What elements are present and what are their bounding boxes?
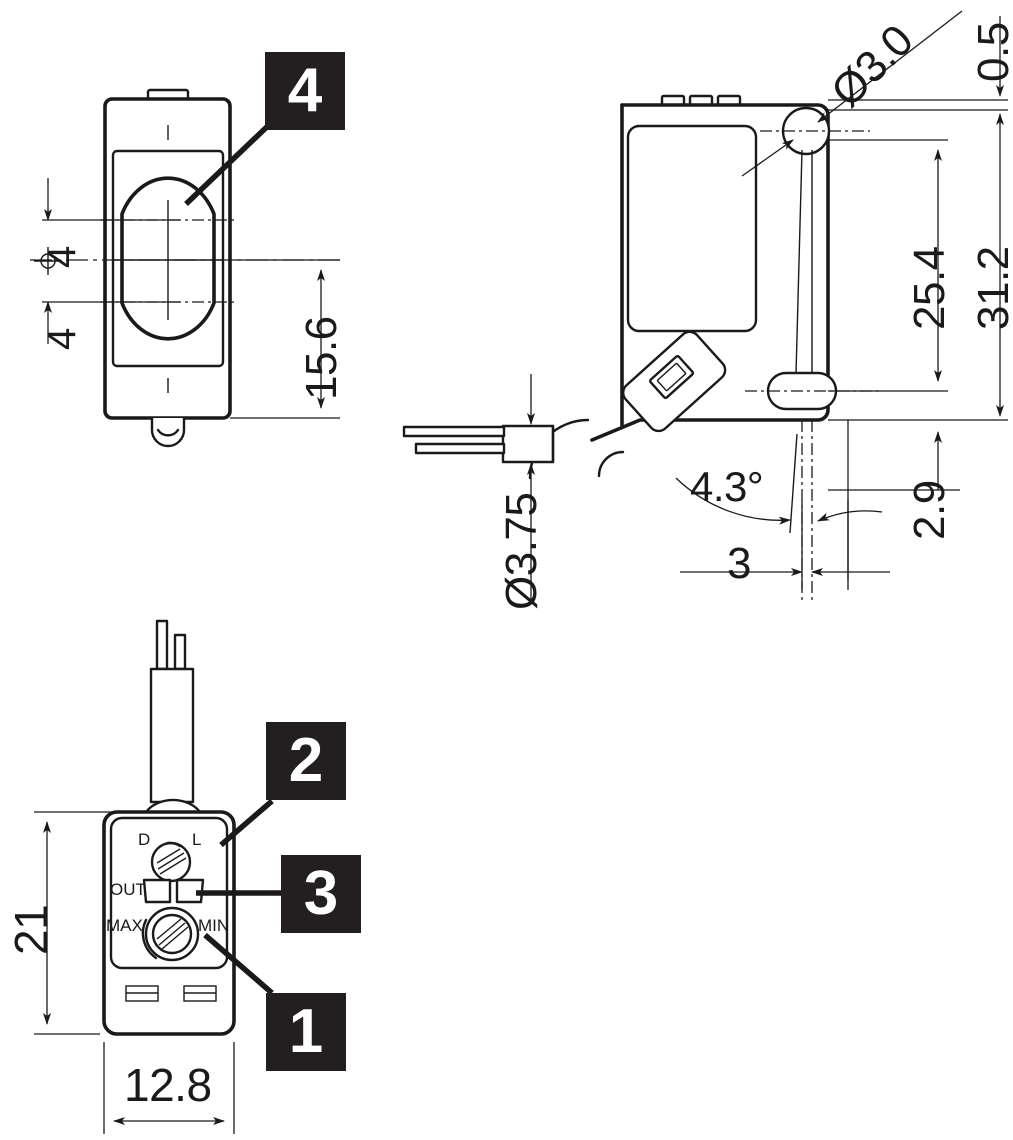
rear-dimension-12-8 [103, 1042, 235, 1134]
panel-label-d: D [138, 830, 151, 849]
front-dimension-15-6 [230, 259, 340, 419]
callout-box-4[interactable]: 4 [265, 52, 345, 130]
side-conductor-2 [414, 442, 506, 455]
dim-rear-12-8: 12.8 [124, 1059, 212, 1111]
callout-box-1[interactable]: 1 [266, 993, 346, 1071]
side-dimension-0-5 [828, 16, 1008, 111]
side-dimension-25-4 [828, 139, 948, 392]
dim-front-15-6: 15.6 [297, 316, 346, 400]
callout-1-leader [203, 932, 274, 996]
dim-side-25-4: 25.4 [905, 246, 954, 330]
rear-mode-selector-pointer [166, 841, 182, 848]
panel-label-l: L [192, 830, 202, 849]
dim-side-d3-75: Ø3.75 [497, 492, 546, 610]
callout-2-leader [219, 798, 274, 848]
callout-4-leader [184, 120, 274, 206]
dim-front-4-top: 4 [40, 246, 84, 268]
dim-side-3: 3 [727, 539, 751, 588]
side-conductor-1 [402, 425, 506, 438]
side-angle-reference-line [789, 433, 798, 534]
side-dimension-4-3-deg [675, 433, 883, 534]
dim-side-31-2: 31.2 [969, 246, 1013, 330]
side-connector-group [622, 330, 727, 433]
side-d30-leader-line [817, 10, 963, 123]
dim-rear-21: 21 [5, 904, 57, 955]
rear-cable-gland-dome [144, 798, 202, 814]
side-view-geometry [402, 94, 838, 480]
dim-side-4-3-deg: 4.3° [690, 463, 764, 510]
callout-box-3[interactable]: 3 [281, 855, 361, 933]
rear-conductor-1 [155, 619, 169, 671]
rear-led-indicator-1 [142, 878, 172, 904]
dim-side-2-9: 2.9 [905, 480, 954, 540]
rear-dimension-21 [34, 811, 112, 1035]
side-cable-jacket [501, 424, 555, 464]
side-dimension-2-9 [828, 431, 960, 491]
rear-conductor-2 [173, 633, 187, 671]
rear-cable-jacket [149, 667, 195, 804]
rear-mode-selector-slot [156, 848, 187, 875]
panel-label-min: MIN [198, 916, 230, 935]
rear-led-indicator-2 [175, 878, 205, 904]
dim-side-0-5: 0.5 [969, 22, 1013, 82]
panel-label-max: MAX [106, 916, 143, 935]
side-d30-leader-line-2 [741, 139, 794, 177]
side-body-front-panel [626, 124, 758, 333]
side-cable-bend-inner [597, 450, 625, 478]
side-connector-window-inner [656, 362, 687, 392]
dim-front-4-bottom: 4 [40, 328, 84, 350]
side-dimension-3 [680, 500, 890, 590]
front-view-geometry [30, 88, 345, 448]
side-dim-43-arc-right [817, 510, 883, 522]
rear-view-geometry [102, 619, 236, 1036]
side-dimension-31-2 [828, 113, 1008, 421]
side-slot-taper-left [795, 149, 803, 375]
rear-sensitivity-pot-slot [156, 918, 189, 950]
front-bottom-nub [150, 416, 186, 448]
rear-sensitivity-arc [141, 918, 158, 960]
callout-box-2[interactable]: 2 [266, 722, 346, 800]
front-dimension-4-4 [34, 178, 180, 344]
front-bottom-nub-cap [156, 428, 180, 437]
side-dim-d30-leader [741, 10, 963, 177]
panel-label-out: OUT [110, 880, 146, 899]
side-dim-43-arc-left [675, 477, 791, 525]
